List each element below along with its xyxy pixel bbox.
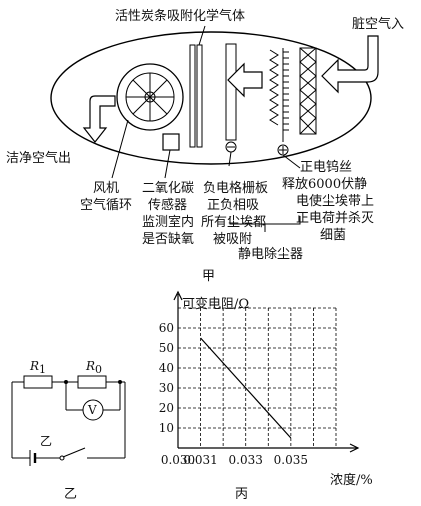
y-axis-arrow-icon	[173, 290, 183, 301]
caption-yi: 乙	[64, 487, 77, 502]
grid-label-line2: 正负相吸	[207, 198, 259, 213]
pre-filter	[299, 47, 317, 135]
switch-label: 乙	[40, 434, 52, 448]
precipitator-brace	[229, 216, 301, 232]
purifier-diagram: 活性炭条吸附化学气体 脏空气入 洁净空气出 风机 空气循环 二氧化碳 传感器 监…	[6, 8, 404, 284]
grid-label-line1: 负电格栅板	[203, 180, 268, 196]
co2-label-line1: 二氧化碳	[142, 181, 194, 196]
sensor-leader-line	[164, 149, 171, 179]
wire-label-line5: 细菌	[320, 228, 346, 243]
y-tick-label: 50	[159, 341, 174, 355]
co2-label-line2: 传感器	[148, 197, 187, 213]
caption-bing: 丙	[235, 487, 248, 502]
y-tick-label: 60	[159, 321, 174, 335]
x-axis-arrow-icon	[349, 443, 360, 453]
r0-label: R	[85, 359, 95, 373]
x-tick-label: 0.033	[229, 453, 263, 467]
precipitator-label: 静电除尘器	[238, 247, 303, 262]
switch-lever	[62, 447, 86, 458]
voltmeter-label: V	[87, 403, 97, 417]
co2-sensor	[162, 133, 180, 151]
negative-grid-plate	[225, 43, 237, 167]
clean-air-label: 洁净空气出	[6, 150, 71, 166]
airflow-arrow-icon	[227, 62, 263, 98]
grid-label-line3: 所有尘埃都	[201, 215, 266, 230]
wire-label-line3: 电使尘埃带上	[296, 193, 374, 209]
fan-icon	[116, 63, 184, 131]
resistance-line	[200, 337, 292, 439]
dirty-air-label: 脏空气入	[352, 16, 404, 32]
y-tick-label: 40	[159, 361, 174, 375]
chart-ylabel: 可变电阻/Ω	[182, 296, 249, 312]
circuit-diagram: R 1 R 0 V 乙 乙	[11, 359, 126, 502]
dirty-air-inlet-arrow-icon	[321, 35, 379, 94]
x-tick-label: 0.035	[274, 453, 308, 467]
r0-subscript: 0	[95, 363, 102, 376]
r1-subscript: 1	[39, 363, 46, 376]
chart-xlabel: 浓度/%	[330, 472, 373, 488]
y-tick-label: 20	[159, 401, 174, 415]
activated-carbon-label: 活性炭条吸附化学气体	[115, 8, 245, 24]
x-tick-label: 0.031	[183, 453, 217, 467]
wire-label-line2: 释放6000伏静	[282, 177, 367, 192]
y-tick-label: 10	[159, 421, 174, 435]
grid-label-line4: 被吸附	[213, 232, 252, 247]
wire-label-line4: 正电荷并杀灭	[296, 211, 374, 226]
caption-jia: 甲	[202, 269, 215, 284]
purifier-housing	[50, 31, 372, 165]
fan-label-line1: 风机	[93, 181, 119, 196]
resistor-r0	[77, 375, 107, 389]
x-tick-label: 0.030	[161, 453, 195, 467]
fan-label-line2: 空气循环	[80, 197, 132, 213]
activated-carbon-strips	[189, 25, 206, 148]
wire-label-line1: 正电钨丝	[300, 159, 352, 175]
co2-label-line4: 是否缺氧	[142, 232, 194, 247]
co2-label-line3: 监测室内	[142, 214, 194, 230]
fan-leader-line	[111, 119, 129, 179]
r1-label: R	[29, 359, 39, 373]
clean-air-outlet-arrow-icon	[82, 95, 116, 143]
resistor-r1	[23, 375, 53, 389]
wire-leader-line	[282, 154, 301, 169]
y-tick-label: 30	[159, 381, 174, 395]
tungsten-wire-icon	[269, 48, 289, 156]
